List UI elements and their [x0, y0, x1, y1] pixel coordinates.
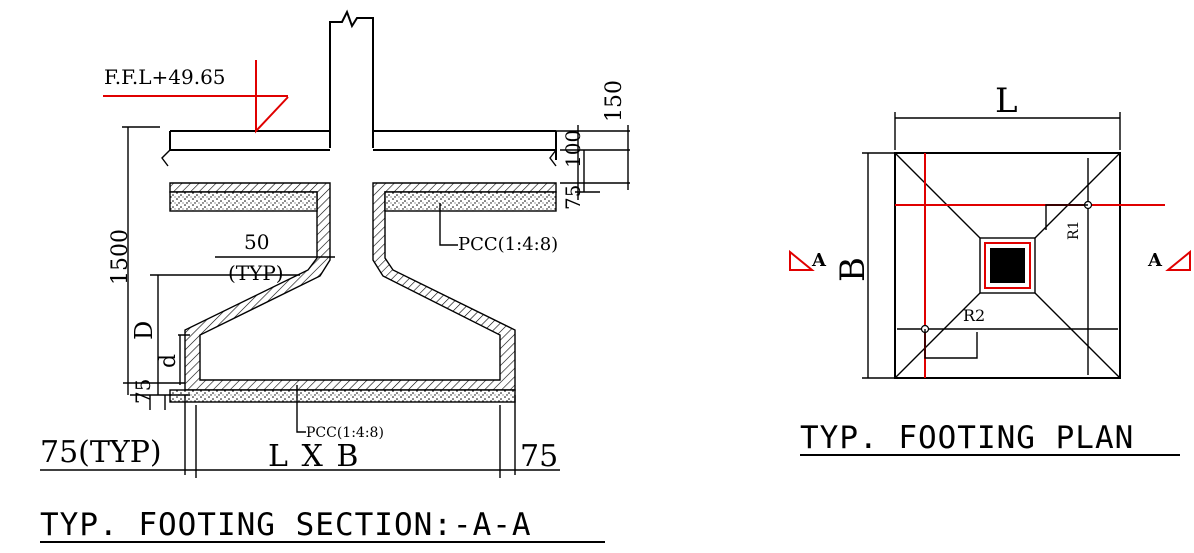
footing-hatch — [169, 182, 557, 391]
offset-right: 75 — [520, 439, 558, 474]
dim-1500: 1500 — [108, 229, 133, 285]
footing-section: F.F.L+49.65 150 100 75 PCC(1:4:8) PCC(1:… — [40, 9, 630, 543]
right-dimension-lines — [556, 125, 630, 200]
ffl-marker-triangle — [255, 60, 289, 134]
plan-dim-L-line — [894, 112, 1121, 150]
pcc-lower — [169, 389, 516, 403]
plan-title: TYP. FOOTING PLAN — [800, 420, 1134, 456]
footing-size: L X B — [268, 439, 360, 474]
plan-r1: R1 — [1066, 221, 1082, 240]
section-marker-left-label: A — [811, 250, 827, 271]
section-marker-right — [1165, 249, 1191, 271]
pcc-upper-left — [169, 191, 318, 212]
section-marker-left — [789, 249, 815, 271]
left-dimension-lines — [122, 126, 300, 410]
pcc-lower-leader — [296, 385, 306, 433]
slab-break-left — [161, 149, 171, 167]
plan-diagonals — [894, 152, 1121, 379]
plan-dim-L: L — [995, 81, 1018, 121]
plan-dim-B: B — [833, 257, 873, 282]
plan-column — [990, 248, 1025, 283]
ffl-label: F.F.L+49.65 — [104, 65, 226, 89]
slab-break-right — [549, 149, 557, 167]
pcc-lower-label: PCC(1:4:8) — [306, 425, 384, 441]
plan-r2: R2 — [963, 306, 985, 325]
plan-dim-B-line — [862, 152, 895, 379]
footing-plan: L B R1 R2 A A TYP. FOOTING PLAN — [789, 81, 1191, 456]
dim-75-bottom: 75 — [131, 379, 155, 404]
bottom-dimension-lines — [40, 395, 560, 478]
dim-75-top: 75 — [561, 185, 585, 210]
pcc-upper-right — [384, 191, 557, 212]
plan-outline — [894, 152, 1121, 379]
section-marker-right-label: A — [1147, 250, 1163, 271]
dim-D: D — [130, 321, 158, 340]
floor-slab — [169, 130, 557, 160]
dim-150: 150 — [602, 80, 627, 122]
offset-left: 75(TYP) — [40, 435, 162, 470]
section-title: TYP. FOOTING SECTION:-A-A — [40, 507, 532, 543]
plan-column-outline — [984, 242, 1031, 289]
pcc-upper-leader — [439, 203, 458, 246]
plan-r1-leader — [1045, 204, 1088, 230]
plan-r2-leader — [924, 329, 978, 359]
dim-d: d — [156, 354, 181, 368]
plan-pedestal — [979, 237, 1036, 294]
dim-50: 50 — [244, 230, 269, 254]
typ-label: (TYP) — [228, 261, 284, 285]
column-outline — [329, 9, 374, 148]
pcc-upper-label: PCC(1:4:8) — [458, 234, 558, 255]
dim-100: 100 — [561, 130, 585, 168]
